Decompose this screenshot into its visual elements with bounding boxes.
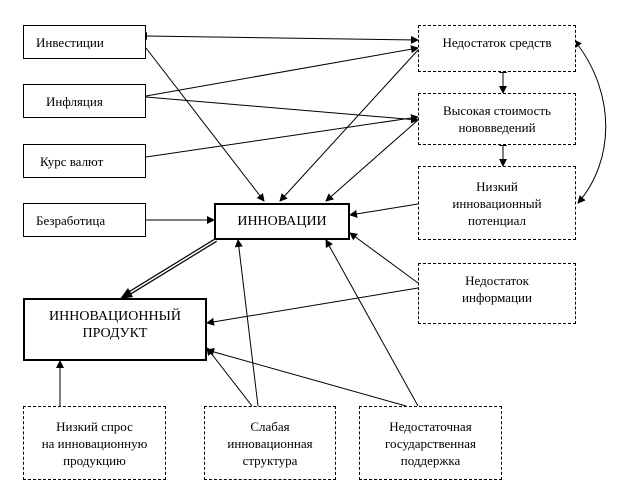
arrow-inflation-high-cost: [145, 96, 419, 124]
node-investments: Инвестиции: [23, 25, 146, 59]
node-low-demand: Низкий спрос на инновационную продукцию: [23, 406, 166, 480]
arrow-lack-of-info-innovations: [349, 232, 419, 284]
arrow-investments-lack-of-funds: [139, 32, 419, 44]
node-insufficient-support-label: Недостаточная государственная поддержка: [385, 418, 476, 468]
node-low-potential-label: Низкий инновационный потенциал: [452, 178, 542, 228]
node-insufficient-support: Недостаточная государственная поддержка: [359, 406, 502, 480]
node-unemployment: Безработица: [23, 203, 146, 237]
node-weak-structure: Слабая инновационная структура: [204, 406, 336, 480]
node-high-cost: Высокая стоимость нововведений: [418, 93, 576, 145]
arrow-support-innovations: [325, 239, 419, 407]
double-arrow-innovations-product: [120, 238, 218, 299]
node-lack-of-funds-label: Недостаток средств: [442, 35, 552, 50]
node-innovations-label: ИННОВАЦИИ: [237, 214, 327, 229]
arrow-lack-of-funds-low-potential: [573, 39, 607, 204]
node-investments-label: Инвестиции: [36, 34, 104, 50]
arrow-investments-innovations: [145, 47, 265, 202]
arrow-lack-of-funds-innovations: [279, 49, 419, 202]
arrow-high-cost-innovations: [325, 119, 419, 202]
node-inflation: Инфляция: [23, 84, 146, 118]
node-lack-of-info-label: Недостаток информации: [462, 273, 532, 305]
node-high-cost-label: Высокая стоимость нововведений: [443, 103, 551, 135]
node-exchange-rate: Курс валют: [23, 144, 146, 178]
arrow-exchange-high-cost: [145, 114, 419, 158]
arrow-inflation-lack-of-funds: [145, 45, 419, 97]
node-innovative-product-label: ИННОВАЦИОННЫЙ ПРОДУКТ: [49, 309, 181, 341]
arrow-support-product: [206, 348, 407, 407]
arrow-low-potential-innovations: [349, 203, 419, 218]
node-weak-structure-label: Слабая инновационная структура: [227, 418, 313, 468]
node-inflation-label: Инфляция: [46, 93, 103, 109]
node-innovations: ИННОВАЦИИ: [214, 203, 350, 240]
node-low-potential: Низкий инновационный потенциал: [418, 166, 576, 240]
arrow-lack-of-info-product: [206, 287, 419, 326]
node-lack-of-funds: Недостаток средств: [418, 25, 576, 72]
node-lack-of-info: Недостаток информации: [418, 263, 576, 324]
arrow-weak-structure-product: [206, 347, 253, 407]
node-low-demand-label: Низкий спрос на инновационную продукцию: [41, 418, 148, 468]
node-exchange-rate-label: Курс валют: [40, 153, 104, 169]
node-unemployment-label: Безработица: [36, 212, 106, 228]
node-innovative-product: ИННОВАЦИОННЫЙ ПРОДУКТ: [23, 298, 207, 361]
arrow-weak-structure-innovations: [234, 239, 259, 407]
